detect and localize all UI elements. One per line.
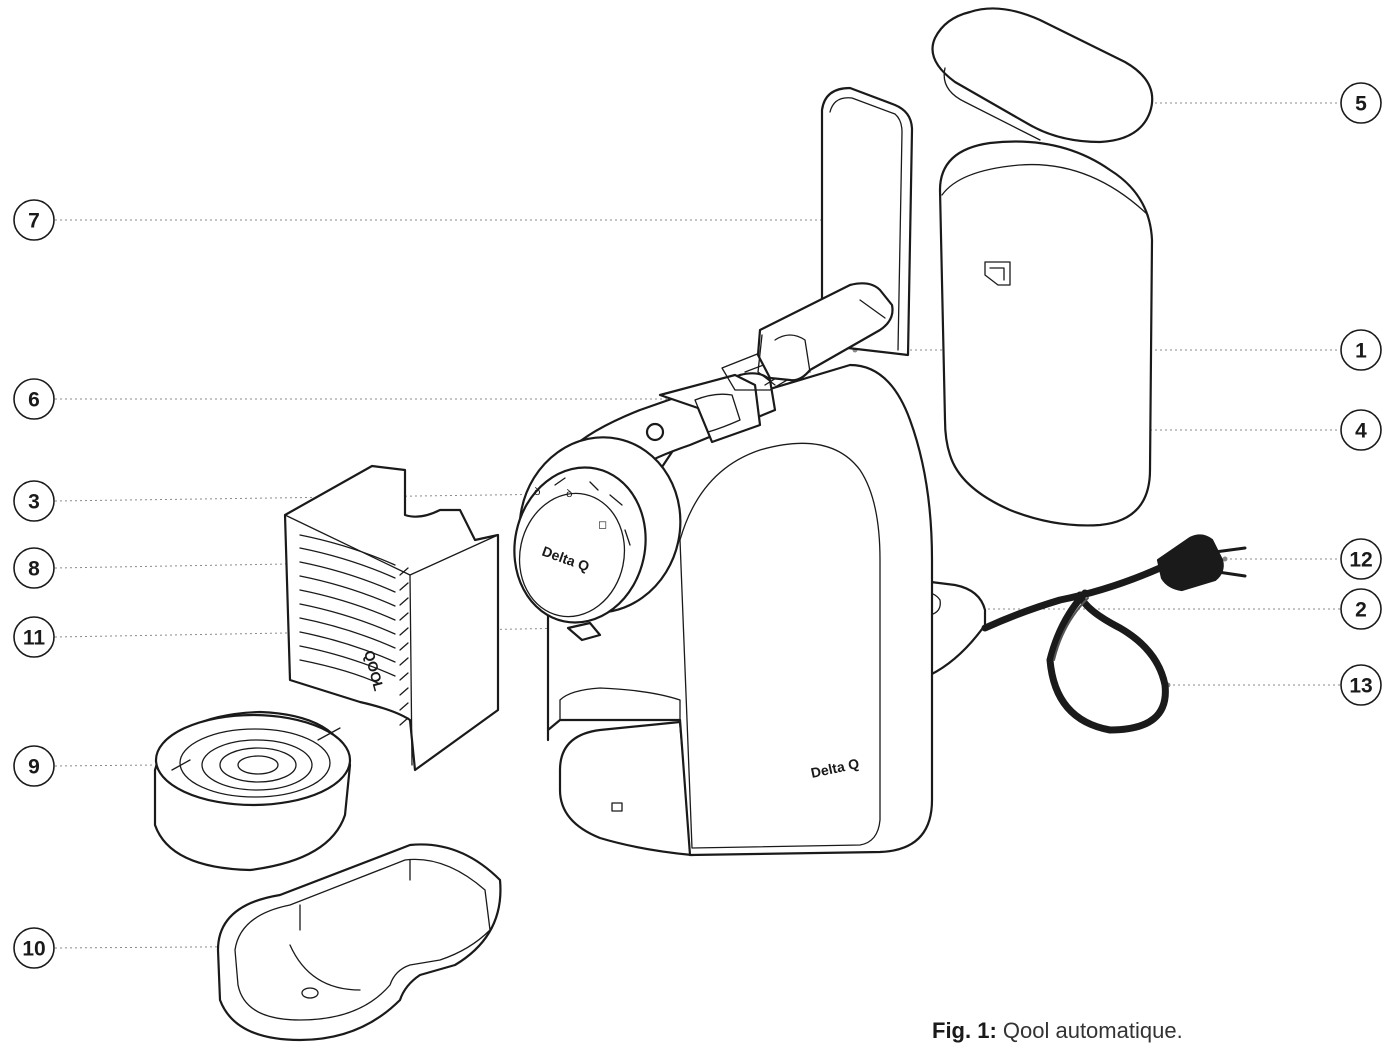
reservoir-lid: [931, 7, 1154, 144]
svg-text:3: 3: [28, 491, 40, 514]
power-cord: [981, 534, 1247, 734]
svg-text:9: 9: [28, 756, 40, 779]
svg-text:11: 11: [23, 627, 46, 650]
callout-1: 1: [1340, 329, 1382, 371]
callout-3: 3: [13, 480, 55, 522]
svg-text:5: 5: [1355, 93, 1367, 116]
water-tank: [938, 140, 1154, 527]
callout-7: 7: [13, 199, 55, 241]
svg-text:4: 4: [1355, 420, 1367, 443]
svg-text:12: 12: [1349, 549, 1372, 572]
callout-13: 13: [1340, 664, 1382, 706]
figure-caption: Fig. 1: Qool automatique.: [932, 1018, 1183, 1044]
locking-lever: [756, 282, 894, 386]
caption-prefix: Fig. 1:: [932, 1018, 997, 1043]
callout-6: 6: [13, 378, 55, 420]
callout-4: 4: [1340, 409, 1382, 451]
svg-text:10: 10: [22, 938, 45, 961]
caption-text: Qool automatique.: [996, 1018, 1183, 1043]
selector-dial: ꝺ ꝺ ◻ Delta Q: [513, 436, 682, 642]
callout-12: 12: [1340, 538, 1382, 580]
callout-2: 2: [1340, 588, 1382, 630]
svg-text:1: 1: [1355, 340, 1367, 363]
svg-text:6: 6: [28, 389, 40, 412]
svg-text:ꝺ: ꝺ: [566, 487, 573, 500]
drip-tray: [216, 843, 502, 1042]
callout-8: 8: [13, 547, 55, 589]
container-ribs: [299, 534, 409, 726]
callout-10: 10: [13, 927, 55, 969]
capsule-container: QOOL: [283, 464, 500, 772]
callout-11: 11: [13, 616, 55, 658]
callout-9: 9: [13, 745, 55, 787]
svg-text:◻: ◻: [598, 518, 607, 531]
svg-text:8: 8: [28, 558, 40, 581]
svg-text:13: 13: [1349, 675, 1372, 698]
svg-text:ꝺ: ꝺ: [534, 485, 541, 498]
svg-text:2: 2: [1355, 599, 1367, 622]
svg-text:7: 7: [28, 210, 40, 233]
callout-5: 5: [1340, 82, 1382, 124]
drip-grid: [153, 710, 352, 872]
